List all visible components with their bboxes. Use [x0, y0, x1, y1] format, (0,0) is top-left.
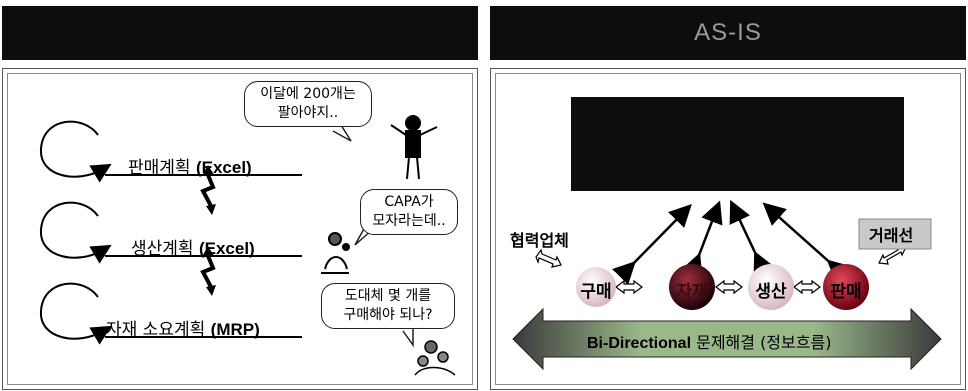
partner-label: 협력업체 [510, 231, 569, 250]
plan-underline-sales [105, 174, 302, 176]
customer-tag [858, 218, 932, 250]
customer-label: 거래선 [869, 226, 914, 245]
node-sales-circle [823, 264, 869, 310]
node-purchase-circle [576, 267, 616, 307]
system-box [571, 97, 904, 191]
bidirectional-banner [512, 307, 942, 371]
cycle-arrow-1 [39, 120, 112, 183]
link-arrow-2 [200, 255, 216, 288]
plan-underline-production [105, 255, 302, 257]
person-production [321, 232, 350, 274]
right-header-title: AS-IS [694, 19, 762, 46]
node-material: 자재 [676, 282, 708, 302]
node-sales: 판매 [830, 282, 862, 302]
node-production: 생산 [755, 282, 787, 302]
left-panel-inner [7, 73, 473, 385]
person-salesman [390, 115, 438, 180]
node-purchase: 구매 [580, 282, 612, 302]
plan-label-mrp: 자재 소요계획 (MRP) [106, 320, 260, 340]
left-header [2, 6, 478, 60]
node-material-circle [669, 264, 715, 310]
plan-label-production: 생산계획 (Excel) [131, 239, 255, 259]
person-purchasing [414, 340, 456, 376]
right-panel-inner [495, 73, 961, 385]
cycle-arrow-2 [39, 201, 112, 264]
cycle-arrow-3 [39, 282, 112, 345]
right-panel: 협력업체 거래선 구매 자재 생산 판매 Bi-Directional 문제해결… [490, 68, 966, 390]
plan-underline-mrp [105, 336, 302, 338]
link-arrow-1 [200, 174, 216, 207]
right-panel-graphics [512, 97, 942, 371]
left-panel: 판매계획 (Excel) 생산계획 (Excel) 자재 소요계획 (MRP) … [2, 68, 478, 390]
right-header: AS-IS [490, 6, 966, 60]
plan-label-sales: 판매계획 (Excel) [128, 158, 252, 178]
left-panel-graphics [39, 115, 456, 376]
banner-label: Bi-Directional 문제해결 (정보흐름) [587, 333, 832, 352]
node-production-circle [748, 264, 794, 310]
